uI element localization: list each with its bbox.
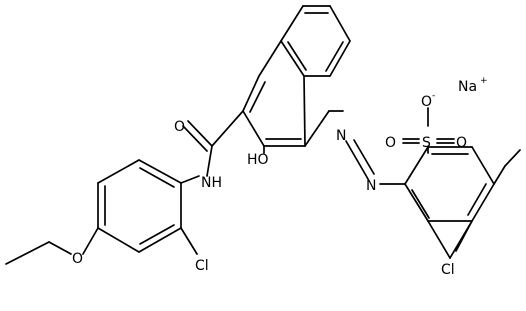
naphthalene-ring-upper	[280, 5, 351, 77]
aryl-chlorine-label: Cl	[195, 258, 209, 274]
azo-nitrogen-1: N	[336, 128, 346, 144]
oxide-label: O	[421, 94, 432, 110]
sulfonyl-oxygen-left: O	[385, 135, 396, 151]
sulfonate-bonds	[402, 107, 455, 154]
ring-chlorine-label: Cl	[441, 262, 455, 278]
azo-linkage	[345, 139, 375, 180]
amide-group	[182, 110, 244, 177]
hydroxyl-label: HO	[247, 152, 269, 168]
ethyl-group	[493, 149, 521, 185]
azo-nitrogen-2: N	[366, 178, 376, 194]
anilide-ring	[5, 159, 200, 265]
carbonyl-oxygen-label: O	[174, 119, 185, 135]
sulfur-label: S	[422, 135, 431, 151]
oxide-charge: -	[432, 91, 435, 101]
amide-nh-label: NH	[201, 175, 222, 191]
sulfonyl-oxygen-right: O	[456, 135, 467, 151]
ether-oxygen-label: O	[72, 251, 83, 267]
benzene-ring-sulfonate	[379, 146, 495, 259]
sodium-label: Na	[458, 79, 477, 95]
naphthyl-azo-bond	[304, 110, 330, 147]
sodium-charge: +	[480, 76, 488, 86]
naphthalene-ring-lower	[242, 40, 306, 147]
